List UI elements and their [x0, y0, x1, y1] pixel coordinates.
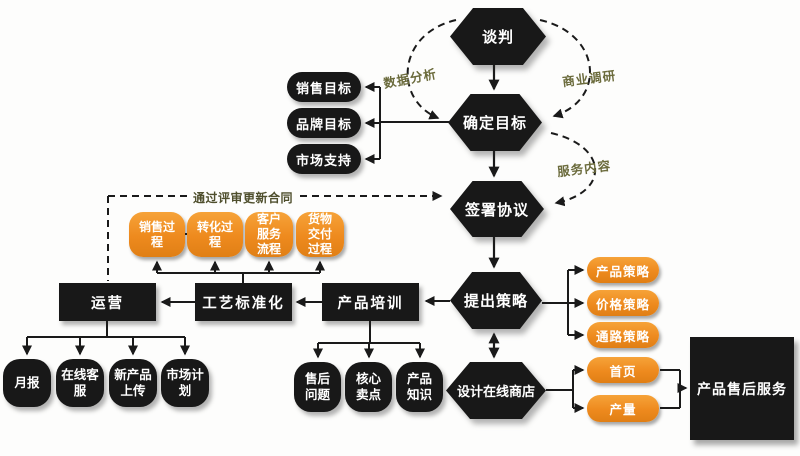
hexagon-set-goals: 确定目标 — [448, 94, 542, 151]
rect-product-training: 产品培训 — [322, 283, 419, 321]
pill-channel-strategy: 通路策略 — [587, 322, 659, 348]
rect-operations: 运营 — [59, 283, 156, 321]
pill-product-strategy: 产品策略 — [587, 257, 659, 283]
hexagon-set-goals-label: 确定目标 — [448, 94, 542, 151]
rect-process-standardization: 工艺标准化 — [195, 283, 292, 321]
pill-after-sales-issues: 售后问题 — [294, 362, 341, 412]
hexagon-negotiation-label: 谈判 — [450, 8, 546, 65]
pill-core-selling-points: 核心卖点 — [345, 362, 392, 412]
pill-goods-delivery-process: 货物交付过程 — [296, 212, 344, 257]
hexagon-sign-agreement: 签署协议 — [450, 181, 544, 237]
pill-output: 产量 — [587, 395, 659, 422]
pill-brand-goal: 品牌目标 — [287, 108, 361, 138]
hexagon-propose-strategy: 提出策略 — [450, 272, 542, 329]
pill-market-support: 市场支持 — [287, 144, 361, 174]
hexagon-design-online-store-label: 设计在线商店 — [446, 362, 546, 419]
pill-sales-process: 销售过程 — [129, 212, 185, 257]
pill-sales-goal: 销售目标 — [287, 72, 361, 102]
pill-online-customer-service: 在线客服 — [56, 359, 104, 407]
pill-product-knowledge: 产品知识 — [396, 362, 443, 412]
pill-conversion-process: 转化过程 — [187, 212, 243, 257]
pill-monthly-report: 月报 — [3, 359, 51, 407]
annotation-contract-update: 通过评审更新合同 — [190, 189, 297, 206]
hexagon-negotiation: 谈判 — [450, 8, 546, 65]
pill-homepage: 首页 — [587, 357, 659, 383]
pill-new-product-upload: 新产品上传 — [109, 359, 157, 407]
pill-customer-service-process: 客户服务流程 — [245, 212, 293, 257]
box-after-sales-service: 产品售后服务 — [690, 337, 794, 440]
hexagon-design-online-store: 设计在线商店 — [446, 362, 546, 419]
pill-market-plan: 市场计划 — [161, 359, 209, 407]
pill-price-strategy: 价格策略 — [587, 290, 659, 316]
hexagon-propose-strategy-label: 提出策略 — [450, 272, 542, 329]
hexagon-sign-agreement-label: 签署协议 — [450, 181, 544, 237]
